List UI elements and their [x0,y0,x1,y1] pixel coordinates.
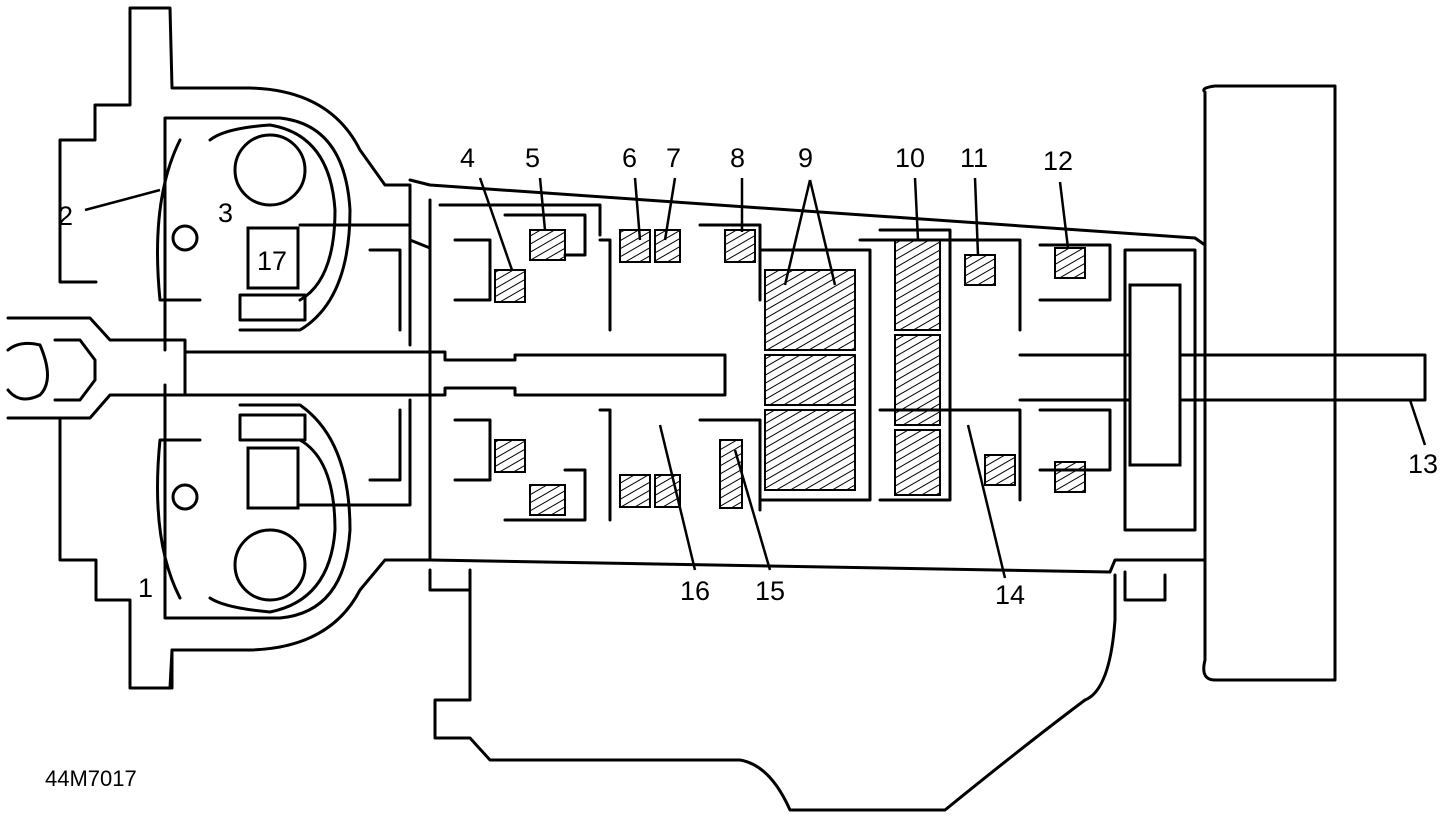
callout-17: 17 [257,246,287,276]
oil-pan [433,568,1117,812]
callout-6: 6 [622,143,637,173]
output-flange [1202,84,1337,682]
main-shaft [183,350,727,397]
callout-5: 5 [525,143,540,173]
planetary-gearsets [758,228,952,502]
output-support [1123,248,1197,532]
torque-converter [163,116,352,620]
callout-11: 11 [960,143,988,173]
callout-1: 1 [138,573,153,603]
clutch-packs-upper [453,213,1112,332]
main-case [408,178,1207,574]
callout-9: 9 [798,143,813,173]
callout-16: 16 [680,576,710,606]
figure-code: 44M7017 [45,766,137,791]
callout-7: 7 [666,143,681,173]
callout-15: 15 [755,576,785,606]
callout-14: 14 [995,580,1025,610]
bell-housing [58,6,432,690]
callout-4: 4 [460,143,475,173]
callout-12: 12 [1043,146,1073,176]
callout-10: 10 [895,143,925,173]
callout-13: 13 [1408,449,1438,479]
callout-labels: 1 2 3 4 5 6 7 8 9 10 11 12 13 14 15 16 1… [58,143,1438,610]
callout-2: 2 [58,201,73,231]
callout-3: 3 [218,198,233,228]
leader-lines [84,177,1427,579]
callout-8: 8 [730,143,745,173]
